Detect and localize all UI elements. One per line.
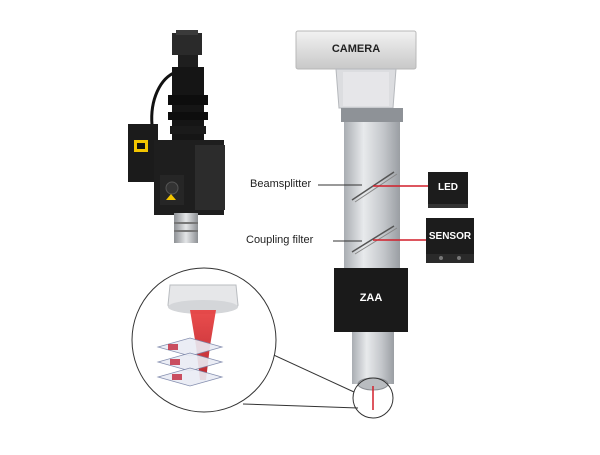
schematic-column (295, 30, 428, 419)
tube-collar (341, 108, 403, 122)
led-box (428, 172, 468, 208)
coupling-filter (351, 225, 395, 253)
coupling-filter-label: Coupling filter (246, 234, 314, 246)
photo-cable (150, 70, 177, 126)
sensor-box (426, 218, 474, 263)
lower-tube (352, 332, 394, 384)
zaa-box (334, 268, 408, 332)
zoom-inset (131, 267, 359, 413)
photo-lens-tube (172, 67, 204, 147)
photo-warning-triangle (166, 194, 176, 200)
sensor-label: SENSOR (428, 231, 472, 242)
photo-objective (174, 213, 198, 243)
photo-laser-module (128, 124, 158, 182)
camera-label: CAMERA (331, 43, 381, 55)
led-label: LED (438, 182, 458, 193)
inset-slides (156, 337, 224, 387)
zoom-connector-bottom (242, 403, 359, 409)
optical-tube (344, 122, 400, 272)
zoom-source-circle (352, 377, 394, 419)
instrument-photo (128, 30, 225, 243)
beamsplitter-label: Beamsplitter (250, 178, 312, 190)
photo-camera-head (172, 33, 202, 55)
zaa-label: ZAA (359, 292, 383, 304)
